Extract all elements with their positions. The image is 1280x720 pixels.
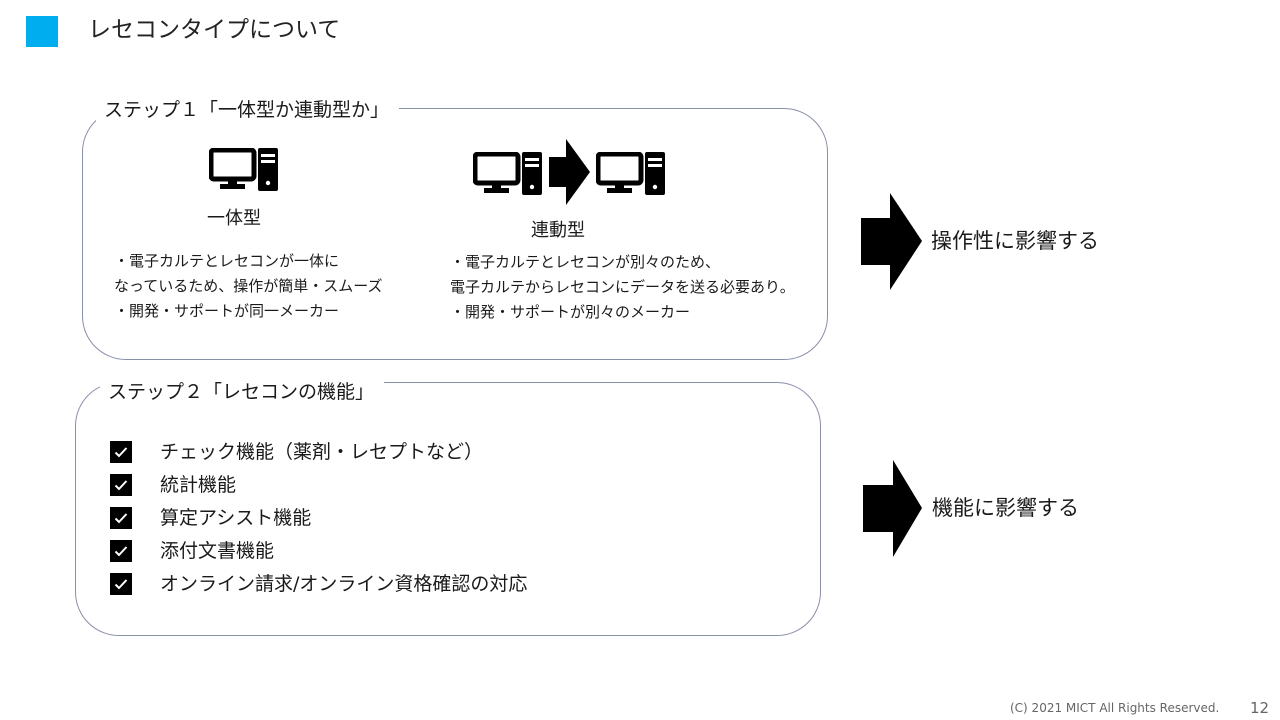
checkbox-checked-icon bbox=[110, 440, 132, 463]
step2-title: ステップ２「レセコンの機能」 bbox=[100, 379, 385, 405]
checkbox-checked-icon bbox=[110, 539, 132, 562]
checklist-item: オンライン請求/オンライン資格確認の対応 bbox=[110, 567, 527, 600]
linked-desc-line-2: 電子カルテからレセコンにデータを送る必要あり。 bbox=[450, 278, 795, 296]
page-number: 12 bbox=[1250, 699, 1270, 717]
checklist-item-label: オンライン請求/オンライン資格確認の対応 bbox=[160, 572, 528, 595]
result-arrow-icon bbox=[861, 193, 923, 290]
desktop-computer-icon bbox=[473, 152, 543, 195]
checklist-item: チェック機能（薬剤・レセプトなど） bbox=[110, 435, 527, 468]
linked-type-label: 連動型 bbox=[531, 220, 585, 241]
copyright-text: (C) 2021 MICT All Rights Reserved. bbox=[1010, 701, 1220, 715]
checkbox-checked-icon bbox=[110, 506, 132, 529]
title-accent-square bbox=[26, 16, 58, 47]
checklist-item: 統計機能 bbox=[110, 468, 527, 501]
linked-desc-line-1: ・電子カルテとレセコンが別々のため、 bbox=[450, 253, 721, 271]
arrow-right-icon bbox=[549, 139, 591, 205]
integrated-desc-line-2: なっているため、操作が簡単・スムーズ bbox=[114, 277, 383, 295]
desktop-computer-icon bbox=[596, 152, 666, 195]
integrated-desc-line-1: ・電子カルテとレセコンが一体に bbox=[114, 252, 340, 270]
page-title: レセコンタイプについて bbox=[88, 17, 341, 43]
step2-result-text: 機能に影響する bbox=[932, 496, 1079, 520]
step1-title: ステップ１「一体型か連動型か」 bbox=[96, 97, 400, 123]
step1-result-text: 操作性に影響する bbox=[931, 229, 1099, 253]
step2-panel bbox=[75, 382, 821, 636]
checklist-item: 添付文書機能 bbox=[110, 534, 527, 567]
integrated-desc-line-3: ・開発・サポートが同一メーカー bbox=[114, 302, 340, 320]
checklist-item-label: 算定アシスト機能 bbox=[160, 506, 312, 529]
desktop-computer-icon bbox=[209, 148, 279, 191]
feature-checklist: チェック機能（薬剤・レセプトなど） 統計機能 算定アシスト機能 添付文書機能 オ… bbox=[110, 435, 527, 600]
checklist-item-label: 統計機能 bbox=[160, 473, 237, 496]
result-arrow-icon bbox=[863, 460, 923, 557]
checkbox-checked-icon bbox=[110, 572, 132, 595]
checklist-item-label: 添付文書機能 bbox=[160, 539, 275, 562]
linked-desc-line-3: ・開発・サポートが別々のメーカー bbox=[450, 303, 691, 321]
checkbox-checked-icon bbox=[110, 473, 132, 496]
checklist-item: 算定アシスト機能 bbox=[110, 501, 527, 534]
step1-panel bbox=[82, 108, 828, 360]
checklist-item-label: チェック機能（薬剤・レセプトなど） bbox=[160, 440, 484, 463]
integrated-type-label: 一体型 bbox=[207, 208, 261, 229]
